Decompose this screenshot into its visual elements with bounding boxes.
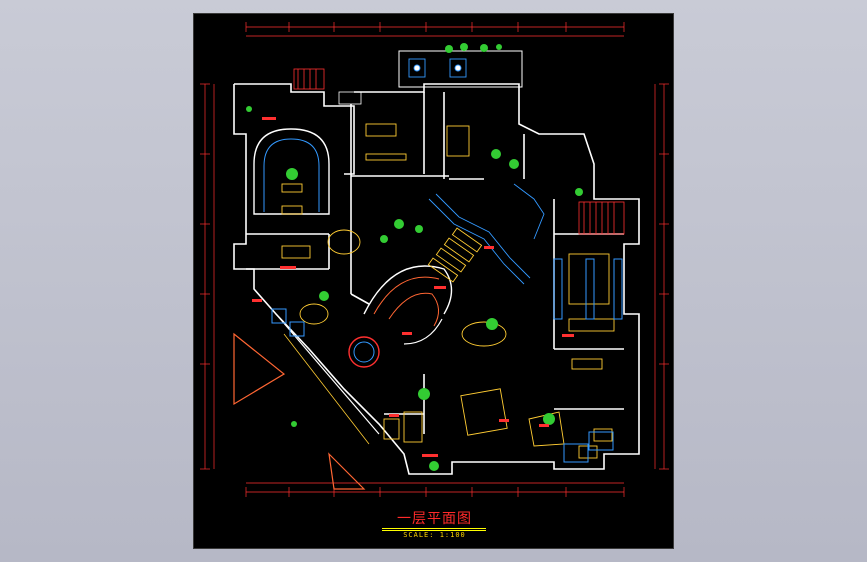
furniture — [281, 123, 615, 459]
plant-icon — [418, 388, 430, 400]
walls — [233, 50, 640, 475]
drawing-title: 一层平面图 — [397, 511, 472, 527]
title-underline-2 — [382, 530, 486, 531]
title-block: 一层平面图 SCALE: 1:100 — [194, 508, 675, 548]
plant-icon — [394, 219, 404, 229]
plant-icon — [319, 291, 329, 301]
stair-band — [428, 183, 545, 285]
fixtures — [271, 258, 623, 463]
plant-icon — [286, 168, 298, 180]
round-room — [253, 128, 330, 215]
room-labels — [252, 117, 574, 457]
dimension-lines — [200, 22, 669, 497]
plant-icon — [491, 149, 501, 159]
terrace-tables — [408, 58, 467, 78]
triangle-plaza — [233, 313, 380, 490]
drawing-scale: SCALE: 1:100 — [403, 531, 466, 539]
stairs — [293, 68, 625, 235]
floor-plan — [200, 22, 669, 497]
plant-icon — [380, 235, 388, 243]
plant-icon — [509, 159, 519, 169]
plant-icon — [486, 318, 498, 330]
drawing-sheet: 一层平面图 SCALE: 1:100 — [193, 13, 674, 549]
plant-icon — [429, 461, 439, 471]
title-underline — [382, 528, 486, 529]
curved-stair — [348, 265, 453, 368]
plants — [246, 43, 583, 471]
plant-icon — [543, 413, 555, 425]
plant-icon — [575, 188, 583, 196]
plant-icon — [415, 225, 423, 233]
